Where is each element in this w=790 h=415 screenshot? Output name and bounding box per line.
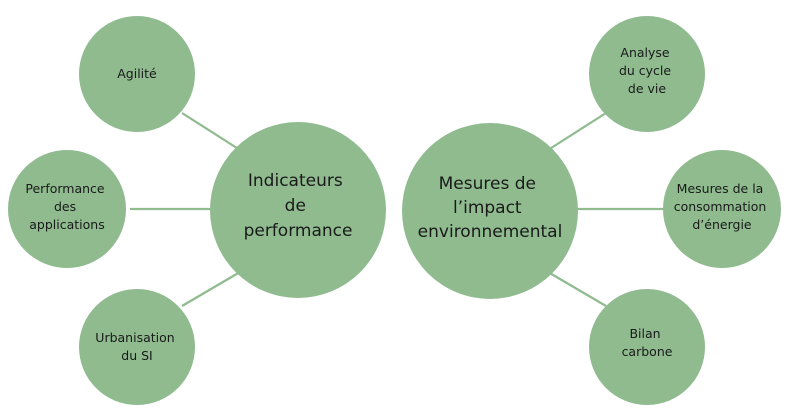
hub-indicateurs-performance: Indicateurs de performance	[210, 122, 386, 298]
node-agilite: Agilité	[79, 16, 195, 132]
node-bilan-carbone: Bilan carbone	[589, 289, 705, 405]
svg-text:Bilan carbone: Bilan carbone	[622, 326, 673, 359]
svg-text:Urbanisation du SI: Urbanisation du SI	[95, 330, 178, 363]
node-urbanisation-si: Urbanisation du SI	[79, 289, 195, 405]
node-performance-applications: Performance des applications	[8, 150, 126, 268]
hub-mesures-impact-environnemental: Mesures de l’impact environnemental	[402, 123, 578, 299]
svg-text:Mesures de la consommati: Mesures de la consommation d’énergie	[674, 181, 771, 232]
node-consommation-energie: Mesures de la consommation d’énergie	[663, 150, 781, 268]
svg-text:Performance des ap: Performance des applications	[25, 181, 108, 232]
node-analyse-cycle-vie: Analyse du cycle de vie	[589, 16, 705, 132]
connector-right-bilan-carbone	[547, 271, 607, 307]
connector-left-urbanisation	[181, 271, 241, 307]
connector-right-analyse-cycle-vie	[547, 112, 607, 151]
svg-text:Mesures de l’impact: Mesures de l’impact environnemental	[418, 174, 563, 242]
svg-text:Analyse du cycle d: Analyse du cycle de vie	[619, 45, 675, 96]
svg-text:Indicateurs de per: Indicateurs de performance	[244, 171, 353, 241]
svg-text:Agilité: Agilité	[117, 66, 157, 81]
connector-left-agilite	[181, 112, 241, 151]
